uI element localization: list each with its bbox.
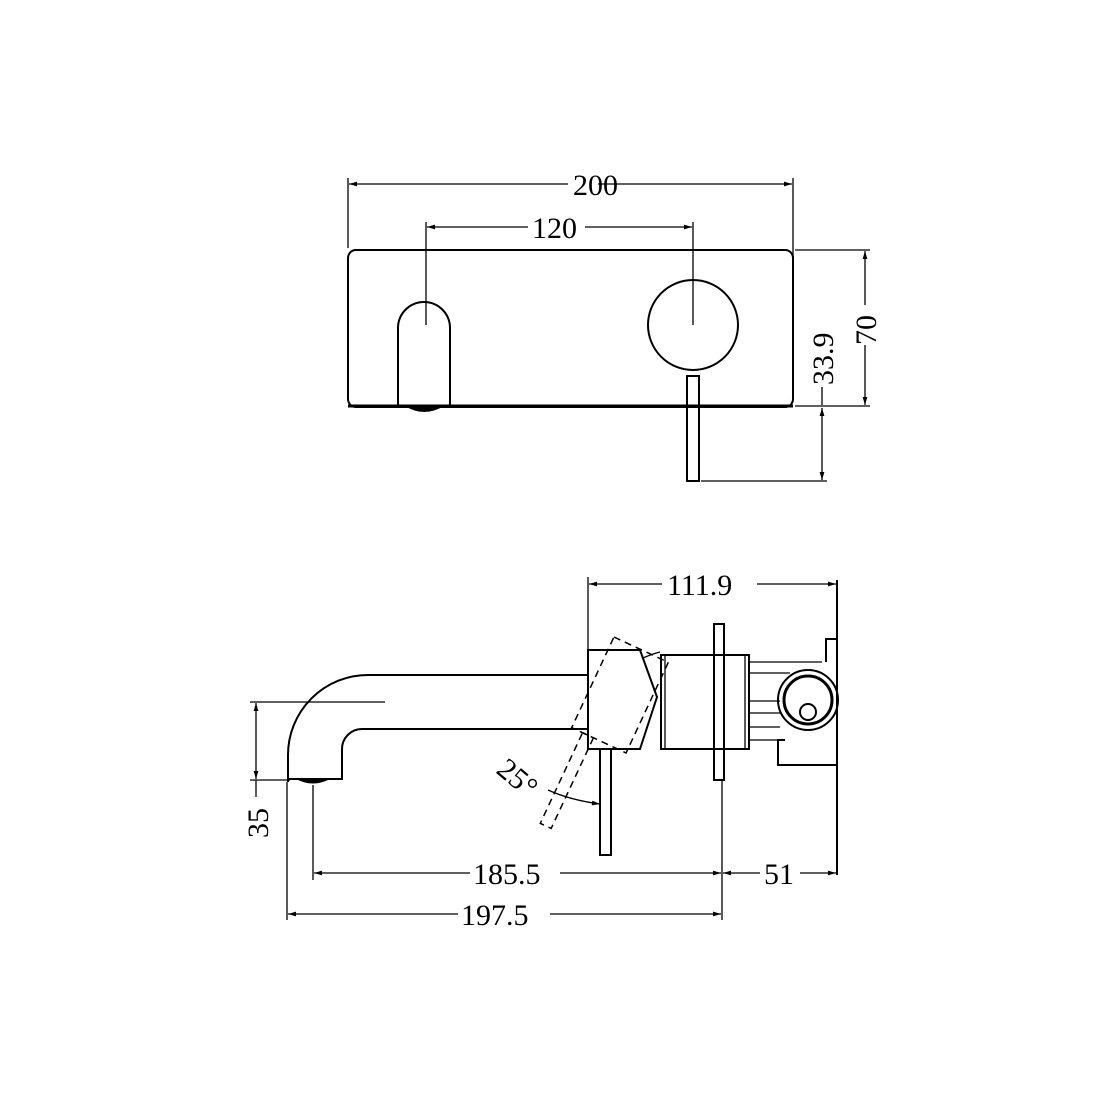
dim-spout-height: 35	[242, 808, 275, 838]
cartridge-body	[660, 654, 750, 750]
mixer-body	[587, 649, 659, 750]
wall-flange	[713, 623, 725, 781]
spout-outlet-icon	[397, 301, 451, 406]
front-view: 200 120 70 33.9	[347, 169, 883, 482]
handle-lever	[686, 375, 700, 482]
backplate	[347, 249, 794, 408]
dim-body-depth: 111.9	[667, 569, 732, 602]
valve-inner-port	[799, 703, 817, 721]
mixer-lever	[599, 748, 612, 856]
dim-spout-reach-outlet: 185.5	[473, 858, 541, 891]
dim-handle-drop: 33.9	[807, 333, 840, 386]
spout-body	[287, 674, 588, 782]
dim-plate-height: 70	[850, 315, 883, 345]
spout-shadow	[405, 406, 444, 412]
dim-lever-angle: 25°	[491, 752, 544, 804]
dim-centre-spacing: 120	[532, 212, 577, 245]
dim-overall-width: 200	[573, 169, 618, 202]
side-view: 25° 111.9 35 185.5 51 197.5	[242, 569, 839, 932]
dim-wall-depth: 51	[764, 858, 794, 891]
dim-spout-reach-overall: 197.5	[461, 899, 529, 932]
